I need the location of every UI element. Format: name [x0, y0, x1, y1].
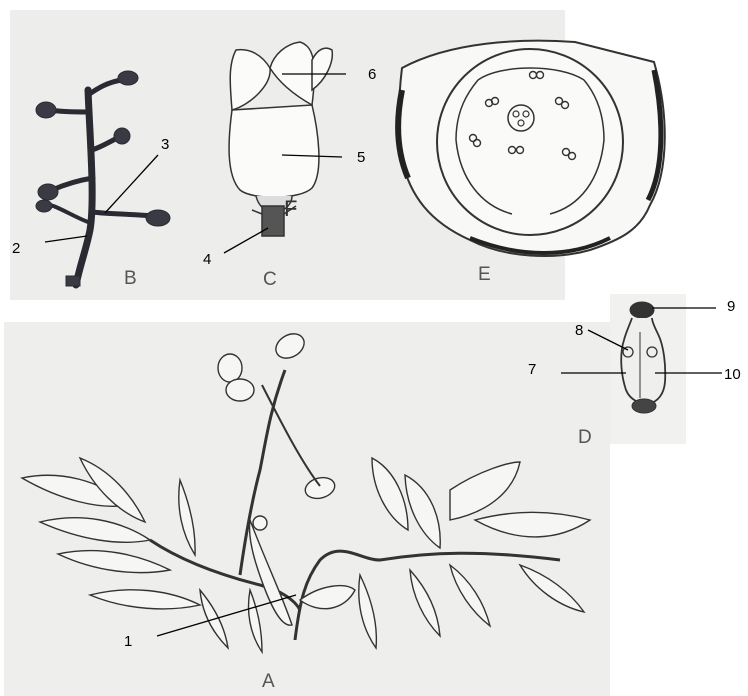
leader-8 [588, 330, 628, 350]
c-mark-text: F [284, 198, 297, 220]
leader-3 [105, 155, 158, 213]
callout-10: 10 [724, 367, 741, 382]
callout-1: 1 [124, 634, 132, 649]
leader-2 [45, 236, 87, 242]
leafy-shoot-a [22, 329, 590, 652]
panel-label-d: D [578, 428, 592, 447]
callout-9: 9 [727, 299, 735, 314]
panel-label-a: A [262, 672, 275, 691]
panel-label-b: B [124, 269, 137, 288]
leader-4 [224, 228, 268, 253]
panel-label-c: C [263, 270, 277, 289]
callout-7: 7 [528, 362, 536, 377]
gynoecium-d [621, 302, 665, 413]
callout-3: 3 [161, 137, 169, 152]
callout-5: 5 [357, 150, 365, 165]
callout-2: 2 [12, 241, 20, 256]
panel-label-e: E [478, 265, 491, 284]
floral-diagram-e [398, 41, 665, 256]
callout-6: 6 [368, 67, 376, 82]
inflorescence-b [36, 71, 170, 286]
flower-c [229, 42, 332, 236]
callout-4: 4 [203, 252, 211, 267]
callout-8: 8 [575, 323, 583, 338]
